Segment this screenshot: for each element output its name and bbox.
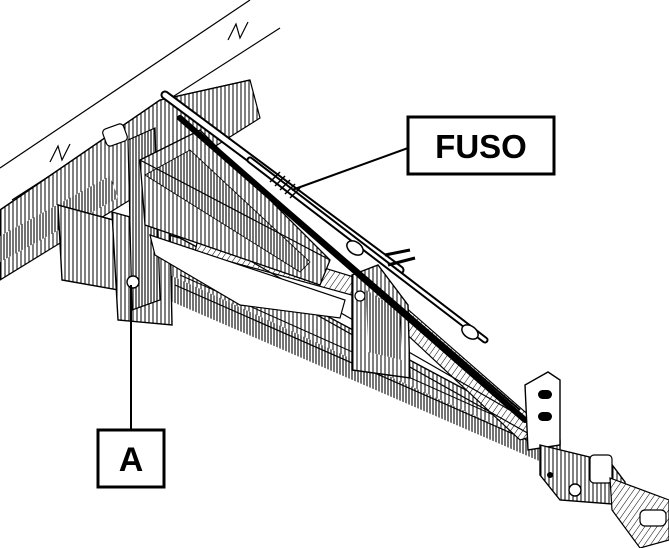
hitch-clevis	[539, 444, 669, 548]
fuso-callout: FUSO	[406, 115, 556, 176]
fuso-label: FUSO	[435, 128, 527, 165]
hitch-bracket	[524, 371, 561, 451]
fuso-leader-line	[291, 147, 409, 191]
leveling-rods	[160, 90, 528, 423]
spring-housing	[139, 129, 346, 319]
a-label: A	[119, 441, 144, 479]
a-callout: A	[96, 428, 166, 489]
support-plate	[351, 264, 411, 379]
